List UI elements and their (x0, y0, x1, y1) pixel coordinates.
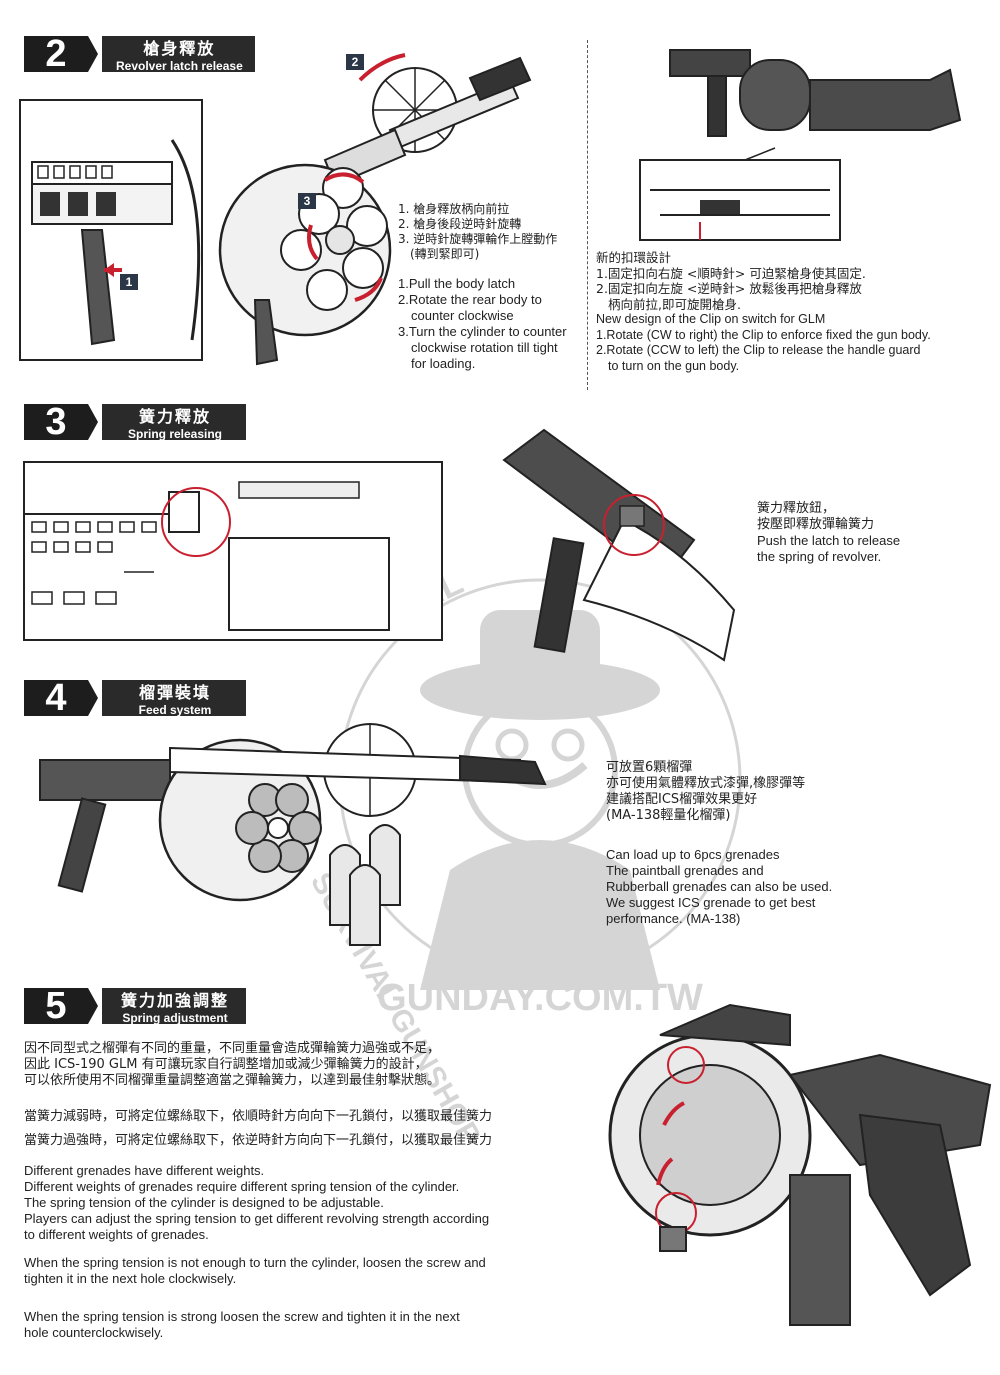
section-4-header: 4 榴彈裝填 Feed system (24, 677, 246, 719)
section-4-title: 榴彈裝填 Feed system (102, 680, 246, 717)
s2-clip-en: 1.Rotate (CW to right) the Clip to enfor… (596, 327, 931, 342)
s2-clip-zh: 2.固定扣向左旋 <逆時針> 放鬆後再把槍身釋放 (596, 281, 862, 296)
section-3-number: 3 (24, 401, 98, 443)
s5-para-en-3: When the spring tension is strong loosen… (24, 1309, 460, 1324)
section-2-steps-en: 1.Pull the body latch 2.Rotate the rear … (398, 276, 598, 372)
s5-para-en-1: Different grenades have different weight… (24, 1163, 265, 1178)
s2-clip-zh: 1.固定扣向右旋 <順時針> 可迫緊槍身使其固定. (596, 265, 866, 281)
s3-text-zh: 簧力釋放鈕， (757, 501, 836, 516)
s4-text-zh: 亦可使用氣體釋放式漆彈,橡膠彈等 (606, 776, 806, 791)
s2-step-zh: 2. 槍身後段逆時針旋轉 (398, 217, 522, 231)
s5-para-en-1: The spring tension of the cylinder is de… (24, 1195, 384, 1210)
section-2-steps-zh: 1. 槍身釋放柄向前拉 2. 槍身後段逆時針旋轉 3. 逆時針旋轉彈輪作上膛動作… (398, 202, 598, 262)
section-2-closeup-illustration (19, 99, 203, 361)
s4-text-en: We suggest ICS grenade to get best (606, 895, 816, 910)
s2-clip-zh: 新的扣環設計 (596, 250, 672, 265)
section-5-number: 5 (24, 985, 98, 1027)
section-5-title-zh: 簧力加強調整 (120, 991, 229, 1010)
section-3-title: 簧力釋放 Spring releasing (102, 404, 246, 441)
s2-step-en: 3.Turn the cylinder to counter (398, 324, 567, 339)
s4-text-en: Can load up to 6pcs grenades (606, 847, 780, 862)
section-5-adjust-illustration (608, 1003, 992, 1326)
s2-clip-en: to turn on the gun body. (608, 358, 740, 373)
s5-para-zh-1: 因此 ICS-190 GLM 有可讓玩家自行調整增加或減少彈輪簧力的設計， (24, 1057, 428, 1072)
s2-step-en: for loading. (411, 356, 476, 371)
section-4-title-en: Feed system (138, 703, 212, 717)
section-4-text-zh: 可放置6顆榴彈 亦可使用氣體釋放式漆彈,橡膠彈等 建議搭配ICS榴彈效果更好 (… (606, 760, 866, 824)
s2-step-zh: 3. 逆時針旋轉彈輪作上膛動作 (398, 232, 558, 246)
s2-step-en: clockwise rotation till tight (411, 340, 558, 355)
section-4-text-en: Can load up to 6pcs grenades The paintba… (606, 847, 866, 927)
s5-para-zh-1: 可以依所使用不同榴彈重量調整適當之彈輪簧力，以達到最佳射擊狀態。 (24, 1073, 441, 1088)
s4-text-zh: (MA-138輕量化榴彈) (606, 808, 731, 823)
s4-text-zh: 可放置6顆榴彈 (606, 760, 693, 775)
s2-step-zh: (轉到緊即可) (410, 247, 480, 261)
callout-3-badge: 3 (298, 193, 316, 209)
section-2-clip-text: 新的扣環設計 1.固定扣向右旋 <順時針> 可迫緊槍身使其固定. 2.固定扣向左… (596, 250, 986, 374)
s5-para-en-1: to different weights of grenades. (24, 1227, 209, 1242)
s3-text-zh: 按壓即釋放彈輪簧力 (757, 517, 875, 532)
section-5-header: 5 簧力加強調整 Spring adjustment (24, 985, 246, 1027)
section-2-divider (587, 40, 588, 390)
callout-1-badge: 1 (120, 274, 138, 290)
section-2-title-en: Revolver latch release (116, 59, 243, 73)
section-4-number: 4 (24, 677, 98, 719)
section-3-angled-illustration (502, 428, 736, 662)
s5-para-en-1: Players can adjust the spring tension to… (24, 1211, 490, 1226)
s5-para-zh-2: 當簧力過強時，可將定位螺絲取下，依逆時針方向向下一孔鎖付，以獲取最佳簧力 (24, 1133, 493, 1148)
section-5-body: 因不同型式之榴彈有不同的重量，不同重量會造成彈輪簧力過強或不足， 因此 ICS-… (24, 1041, 584, 1341)
callout-2-badge: 2 (346, 54, 364, 70)
s2-clip-zh: 柄向前拉,即可旋開槍身. (608, 296, 741, 312)
section-5-title: 簧力加強調整 Spring adjustment (102, 988, 246, 1025)
section-2-number: 2 (24, 33, 98, 75)
s2-step-zh: 1. 槍身釋放柄向前拉 (398, 202, 510, 216)
section-2-open-revolver-illustration (218, 53, 532, 366)
section-2-header: 2 槍身釋放 Revolver latch release (24, 33, 255, 75)
s3-text-en: the spring of revolver. (757, 549, 882, 564)
section-3-side-illustration (23, 461, 443, 641)
section-4-feed-illustration (39, 723, 547, 946)
s5-para-en-2: tighten it in the next hole clockwisely. (24, 1271, 237, 1286)
s4-text-en: Rubberball grenades can also be used. (606, 879, 833, 894)
section-5-title-en: Spring adjustment (122, 1011, 228, 1025)
s5-para-en-2: When the spring tension is not enough to… (24, 1255, 486, 1270)
s3-text-en: Push the latch to release (757, 533, 901, 548)
s4-text-en: performance. (MA-138) (606, 911, 741, 926)
s5-para-zh-2: 當簧力減弱時，可將定位螺絲取下，依順時針方向向下一孔鎖付，以獲取最佳簧力 (24, 1109, 493, 1124)
s2-clip-en: 2.Rotate (CCW to left) the Clip to relea… (596, 343, 921, 357)
s5-para-en-3: hole counterclockwisely. (24, 1325, 164, 1340)
section-2-clip-illustration (639, 49, 962, 241)
s2-step-en: 1.Pull the body latch (398, 276, 516, 291)
s5-para-zh-1: 因不同型式之榴彈有不同的重量，不同重量會造成彈輪簧力過強或不足， (24, 1041, 441, 1056)
s4-text-zh: 建議搭配ICS榴彈效果更好 (606, 792, 758, 807)
s2-clip-en: New design of the Clip on switch for GLM (596, 312, 826, 326)
section-3-title-zh: 簧力釋放 (138, 407, 211, 426)
section-3-text: 簧力釋放鈕， 按壓即釋放彈輪簧力 Push the latch to relea… (757, 501, 977, 565)
section-2-title-zh: 槍身釋放 (143, 39, 216, 58)
section-2-title: 槍身釋放 Revolver latch release (102, 36, 255, 73)
s5-para-en-1: Different weights of grenades require di… (24, 1179, 460, 1194)
s2-step-en: 2.Rotate the rear body to (398, 292, 542, 307)
s2-step-en: counter clockwise (411, 308, 514, 323)
section-3-header: 3 簧力釋放 Spring releasing (24, 401, 246, 443)
s4-text-en: The paintball grenades and (606, 863, 764, 878)
section-4-title-zh: 榴彈裝填 (138, 683, 211, 702)
section-3-title-en: Spring releasing (127, 427, 223, 441)
